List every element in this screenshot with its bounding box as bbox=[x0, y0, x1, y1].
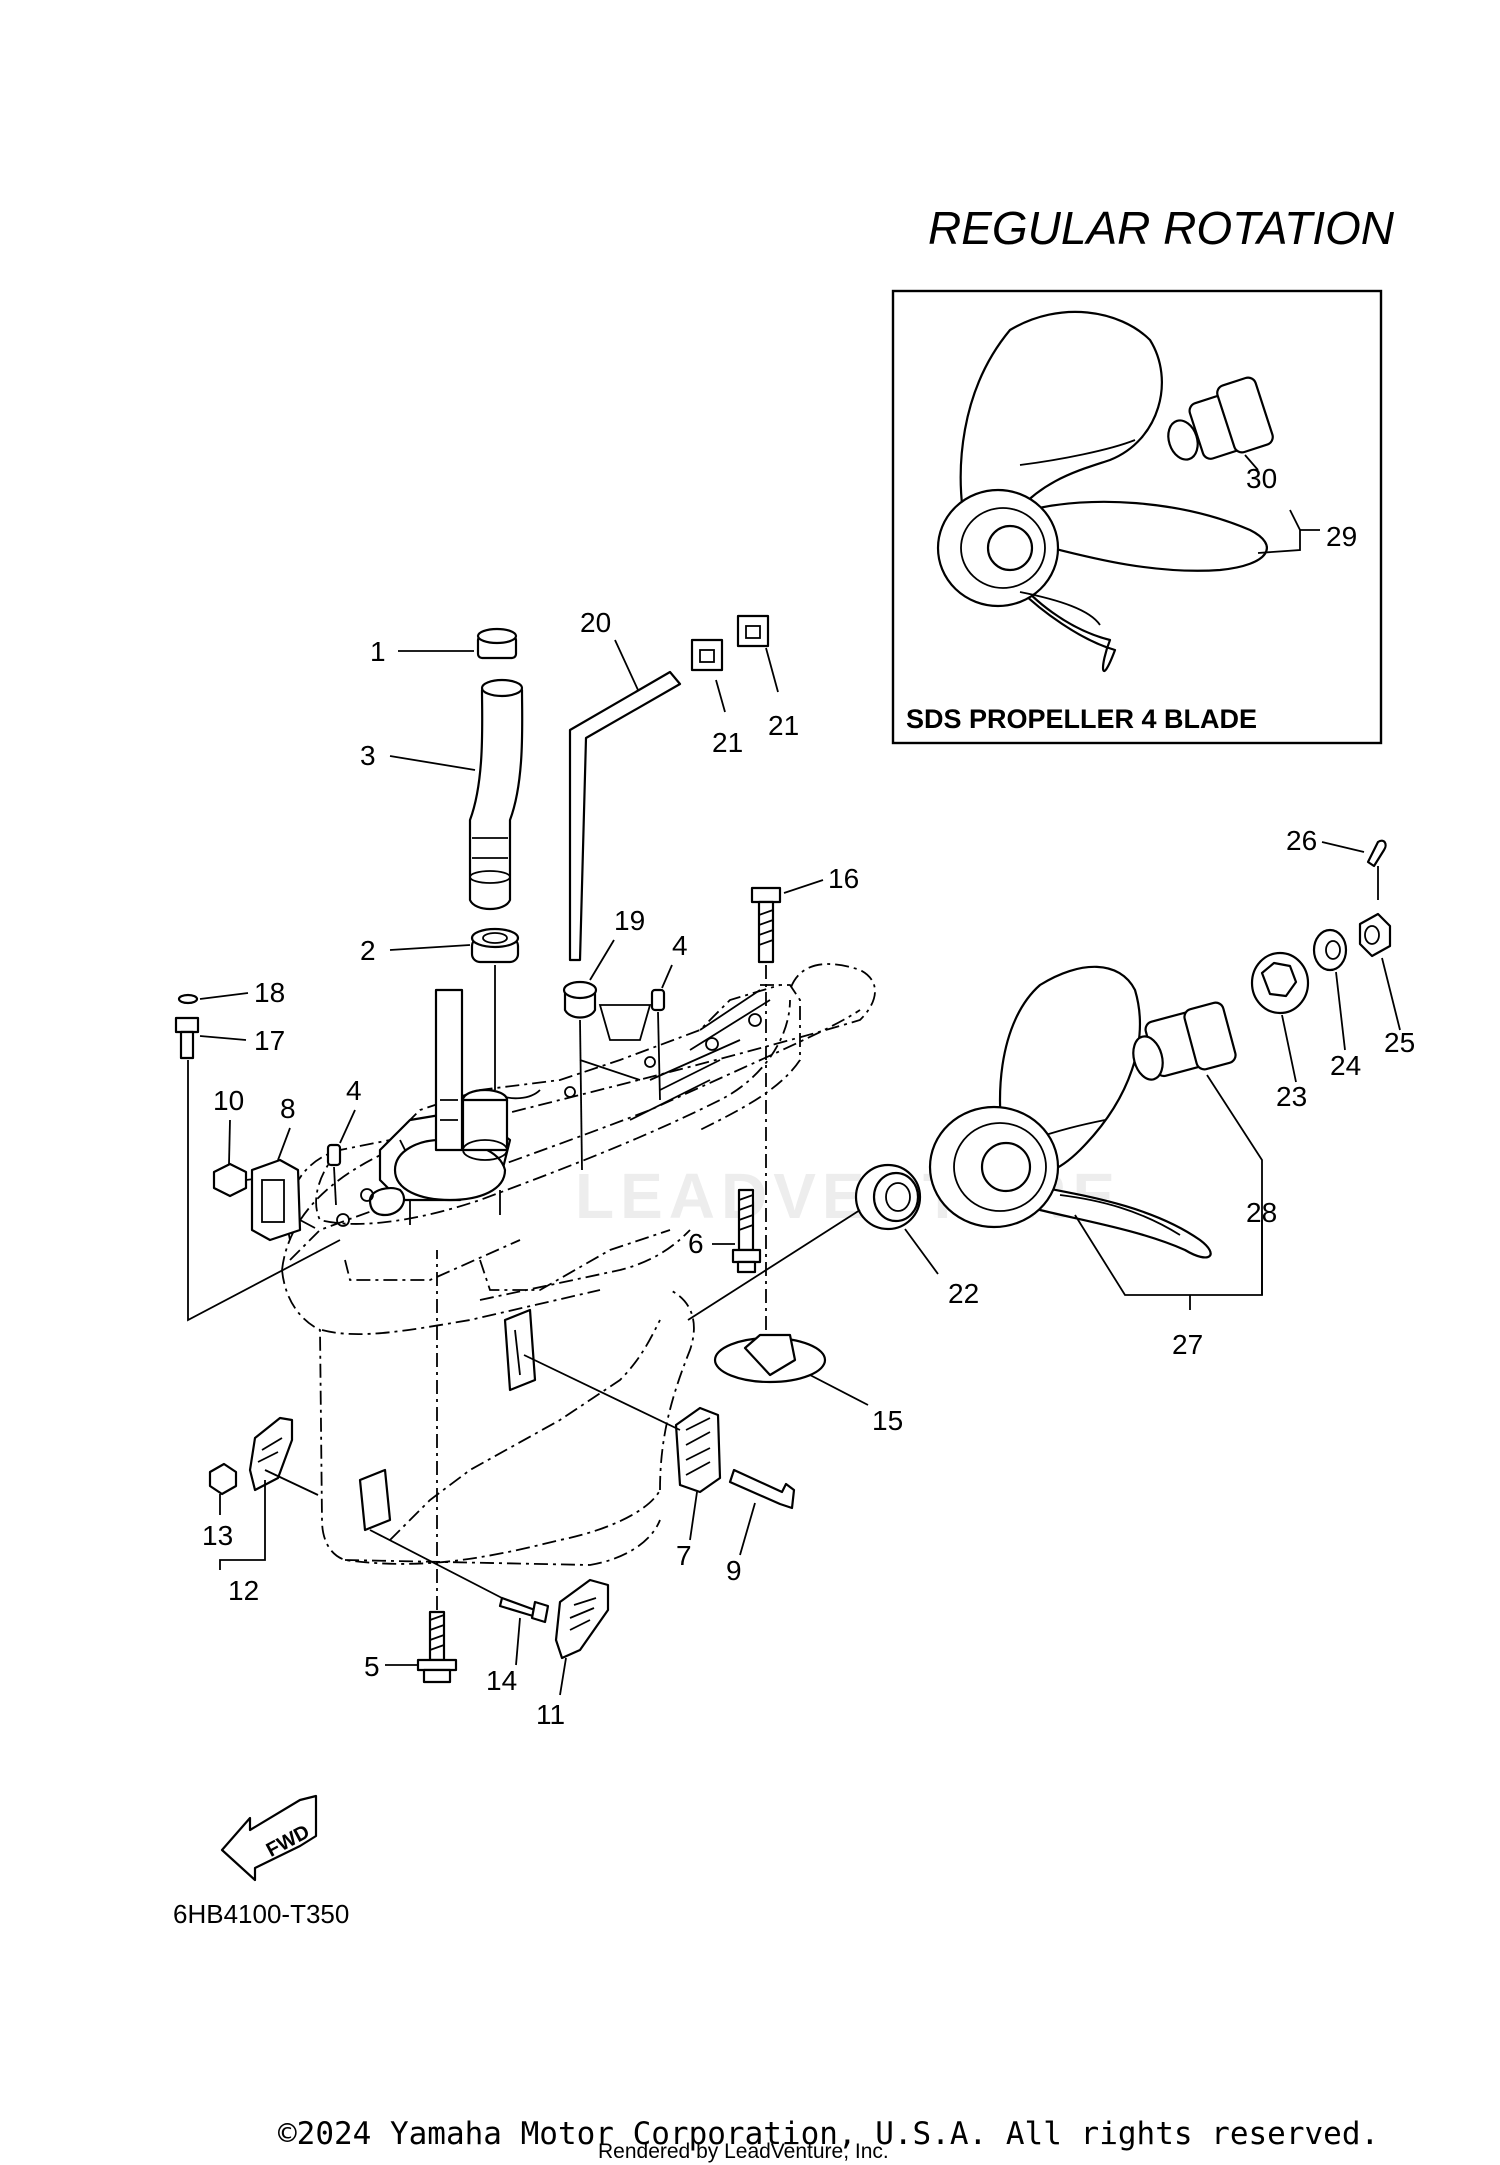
part-4a-guide bbox=[657, 1011, 661, 1101]
callout-21b: 21 bbox=[768, 710, 799, 741]
part-8-guide bbox=[299, 1219, 316, 1229]
callout-8: 8 bbox=[280, 1093, 296, 1124]
copyright-text: ©2024 Yamaha Motor Corporation, U.S.A. A… bbox=[278, 2116, 1379, 2152]
callout-23: 23 bbox=[1276, 1081, 1307, 1112]
callout-16: 16 bbox=[828, 863, 859, 894]
callout-27: 27 bbox=[1172, 1329, 1203, 1360]
callout-19: 19 bbox=[614, 905, 645, 936]
callout-28: 28 bbox=[1246, 1197, 1277, 1228]
part-9-drawing bbox=[728, 1468, 796, 1510]
callout-11: 11 bbox=[536, 1699, 565, 1730]
part-12-drawing bbox=[208, 1416, 319, 1496]
rendered-by-text: Rendered by LeadVenture, Inc. bbox=[598, 2140, 889, 2163]
part-24-drawing bbox=[1312, 928, 1348, 972]
callout-12: 12 bbox=[228, 1575, 259, 1606]
callout-14: 14 bbox=[486, 1665, 517, 1696]
callout-4b: 4 bbox=[346, 1075, 362, 1106]
inset-propeller-drawing bbox=[936, 310, 1268, 673]
callout-22: 22 bbox=[948, 1278, 979, 1309]
lower-casing bbox=[281, 963, 876, 1566]
callout-21a: 21 bbox=[712, 727, 743, 758]
part-4b-drawing bbox=[326, 1143, 342, 1167]
callout-24: 24 bbox=[1330, 1050, 1361, 1081]
part-7-drawing bbox=[674, 1406, 722, 1494]
part-22-drawing bbox=[854, 1163, 922, 1231]
callout-9: 9 bbox=[726, 1555, 742, 1586]
callout-3: 3 bbox=[360, 740, 376, 771]
bracket-28 bbox=[1206, 1074, 1263, 1295]
part-14-guide bbox=[369, 1529, 503, 1599]
part-8-drawing bbox=[250, 1158, 302, 1242]
callout-18: 18 bbox=[254, 977, 285, 1008]
part-16-drawing bbox=[750, 886, 782, 964]
callout-6: 6 bbox=[688, 1228, 704, 1259]
callout-7: 7 bbox=[676, 1540, 692, 1571]
part-18-drawing bbox=[177, 993, 199, 1005]
callout-13: 13 bbox=[202, 1520, 233, 1551]
callout-15: 15 bbox=[872, 1405, 903, 1436]
callout-26: 26 bbox=[1286, 825, 1317, 856]
part-1-drawing bbox=[476, 627, 518, 660]
part-26-drawing bbox=[1366, 839, 1387, 868]
inset-caption: SDS PROPELLER 4 BLADE bbox=[906, 704, 1257, 734]
diagram-title: REGULAR ROTATION bbox=[928, 202, 1395, 254]
part-2-drawing bbox=[470, 927, 520, 964]
part-23-drawing bbox=[1250, 951, 1310, 1015]
part-22-guide bbox=[687, 1209, 861, 1321]
part-3-drawing bbox=[468, 678, 524, 911]
part-17-drawing bbox=[174, 1016, 200, 1060]
callout-29: 29 bbox=[1326, 521, 1357, 552]
fwd-arrow-icon: FWD bbox=[220, 1794, 318, 1882]
inset-hub-sleeve-drawing bbox=[1167, 376, 1274, 461]
part-20-drawing bbox=[568, 670, 682, 962]
leader-lines bbox=[199, 639, 1401, 1696]
part-27-drawing bbox=[928, 965, 1212, 1259]
callout-4a: 4 bbox=[672, 930, 688, 961]
callout-30: 30 bbox=[1246, 463, 1277, 494]
part-15-drawing bbox=[713, 1333, 827, 1384]
callout-5: 5 bbox=[364, 1651, 380, 1682]
part-11-drawing bbox=[554, 1578, 610, 1660]
diagram-code: 6HB4100-T350 bbox=[173, 1899, 349, 1929]
part-25-drawing bbox=[1358, 912, 1392, 958]
part-28-drawing bbox=[1132, 1001, 1237, 1081]
part-4a-drawing bbox=[650, 988, 666, 1012]
callout-17: 17 bbox=[254, 1025, 285, 1056]
part-7-guide bbox=[523, 1354, 681, 1431]
part-19-drawing bbox=[562, 980, 598, 1019]
part-4b-guide bbox=[333, 1166, 337, 1206]
part-14-drawing bbox=[498, 1596, 550, 1624]
callout-2: 2 bbox=[360, 935, 376, 966]
part-17-guide bbox=[187, 1060, 341, 1322]
part-19-guide bbox=[579, 1019, 583, 1171]
callout-25: 25 bbox=[1384, 1027, 1415, 1058]
callout-10: 10 bbox=[213, 1085, 244, 1116]
callout-1: 1 bbox=[370, 636, 386, 667]
part-21-drawing bbox=[690, 614, 770, 672]
part-6-drawing bbox=[731, 1188, 762, 1274]
callout-labels: 1 3 2 20 21 21 18 17 19 4 4 16 10 8 6 22… bbox=[202, 463, 1415, 1730]
inset-sds-propeller: SDS PROPELLER 4 BLADE bbox=[891, 289, 1383, 745]
callout-20: 20 bbox=[580, 607, 611, 638]
part-5-drawing bbox=[416, 1610, 458, 1684]
